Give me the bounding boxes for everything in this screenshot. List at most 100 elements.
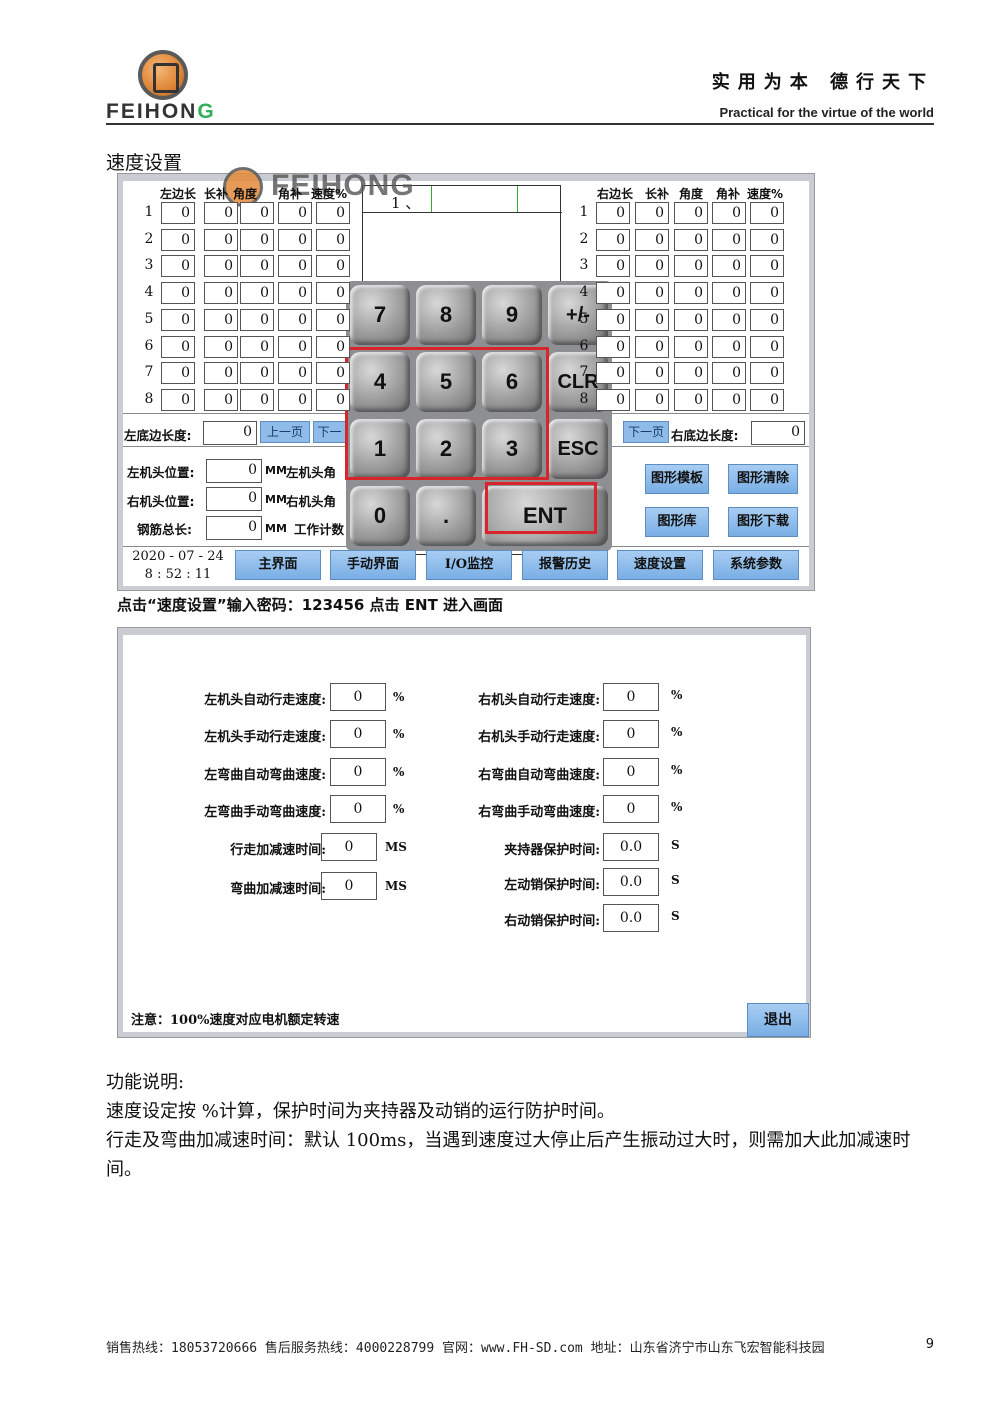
left-table-cell[interactable]: 0 <box>240 255 274 278</box>
right-table-cell[interactable]: 0 <box>674 362 708 385</box>
right-table-cell[interactable]: 0 <box>750 255 784 278</box>
graph-library-button[interactable]: 图形库 <box>645 507 709 537</box>
left-table-cell[interactable]: 0 <box>161 228 195 251</box>
right-table-cell[interactable]: 0 <box>635 308 669 331</box>
keypad-key-10[interactable]: 3 <box>482 419 542 479</box>
left-table-cell[interactable]: 0 <box>240 335 274 358</box>
left-table-cell[interactable]: 0 <box>161 308 195 331</box>
right-table-cell[interactable]: 0 <box>596 362 630 385</box>
left-table-cell[interactable]: 0 <box>278 282 312 305</box>
keypad-key-11[interactable]: ESC <box>548 419 608 479</box>
left-param-input[interactable]: 0 <box>330 795 386 823</box>
left-table-cell[interactable]: 0 <box>161 282 195 305</box>
left-table-cell[interactable]: 0 <box>316 335 350 358</box>
left-table-cell[interactable]: 0 <box>240 202 274 224</box>
left-table-cell[interactable]: 0 <box>278 255 312 278</box>
left-table-cell[interactable]: 0 <box>316 202 350 224</box>
next-page-button-right[interactable]: 下一页 <box>623 421 669 443</box>
left-table-cell[interactable]: 0 <box>204 362 238 385</box>
right-table-cell[interactable]: 0 <box>750 388 784 411</box>
right-table-cell[interactable]: 0 <box>635 362 669 385</box>
graph-template-button[interactable]: 图形模板 <box>645 464 709 494</box>
left-param-input[interactable]: 0 <box>321 872 377 900</box>
nav-button-3[interactable]: 报警历史 <box>522 550 608 580</box>
keypad-key-2[interactable]: 9 <box>482 285 542 345</box>
left-table-cell[interactable]: 0 <box>204 255 238 278</box>
right-table-cell[interactable]: 0 <box>712 335 746 358</box>
left-table-cell[interactable]: 0 <box>161 255 195 278</box>
right-table-cell[interactable]: 0 <box>712 388 746 411</box>
keypad-key-0[interactable]: 7 <box>350 285 410 345</box>
right-table-cell[interactable]: 0 <box>750 362 784 385</box>
keypad-key-6[interactable]: 6 <box>482 352 542 412</box>
right-table-cell[interactable]: 0 <box>750 308 784 331</box>
nav-button-1[interactable]: 手动界面 <box>330 550 416 580</box>
keypad-key-12[interactable]: 0 <box>350 486 410 546</box>
rebar-total-input[interactable]: 0 <box>206 516 262 540</box>
left-table-cell[interactable]: 0 <box>204 228 238 251</box>
right-table-cell[interactable]: 0 <box>712 308 746 331</box>
left-table-cell[interactable]: 0 <box>240 308 274 331</box>
right-table-cell[interactable]: 0 <box>750 202 784 224</box>
keypad-key-5[interactable]: 5 <box>416 352 476 412</box>
left-param-input[interactable]: 0 <box>321 833 377 861</box>
left-head-pos-input[interactable]: 0 <box>206 459 262 483</box>
left-table-cell[interactable]: 0 <box>161 202 195 224</box>
right-table-cell[interactable]: 0 <box>596 388 630 411</box>
right-table-cell[interactable]: 0 <box>635 202 669 224</box>
right-bottom-input[interactable]: 0 <box>751 421 805 445</box>
left-table-cell[interactable]: 0 <box>161 362 195 385</box>
left-table-cell[interactable]: 0 <box>240 228 274 251</box>
left-table-cell[interactable]: 0 <box>278 202 312 224</box>
left-table-cell[interactable]: 0 <box>278 308 312 331</box>
right-param-input[interactable]: 0.0 <box>603 904 659 932</box>
right-table-cell[interactable]: 0 <box>674 335 708 358</box>
left-table-cell[interactable]: 0 <box>240 362 274 385</box>
right-table-cell[interactable]: 0 <box>750 282 784 305</box>
left-param-input[interactable]: 0 <box>330 758 386 786</box>
right-table-cell[interactable]: 0 <box>596 335 630 358</box>
right-table-cell[interactable]: 0 <box>635 255 669 278</box>
right-param-input[interactable]: 0.0 <box>603 868 659 896</box>
left-table-cell[interactable]: 0 <box>204 335 238 358</box>
left-table-cell[interactable]: 0 <box>278 362 312 385</box>
right-param-input[interactable]: 0.0 <box>603 833 659 861</box>
left-table-cell[interactable]: 0 <box>161 335 195 358</box>
right-table-cell[interactable]: 0 <box>674 282 708 305</box>
keypad-key-14[interactable]: ENT <box>482 486 608 546</box>
right-table-cell[interactable]: 0 <box>674 228 708 251</box>
left-table-cell[interactable]: 0 <box>204 202 238 224</box>
left-table-cell[interactable]: 0 <box>204 308 238 331</box>
right-table-cell[interactable]: 0 <box>674 202 708 224</box>
keypad-key-8[interactable]: 1 <box>350 419 410 479</box>
left-bottom-input[interactable]: 0 <box>203 421 257 445</box>
nav-button-0[interactable]: 主界面 <box>235 550 321 580</box>
next-page-button-left[interactable]: 下一 <box>313 421 346 443</box>
right-table-cell[interactable]: 0 <box>596 308 630 331</box>
right-param-input[interactable]: 0 <box>603 795 659 823</box>
left-table-cell[interactable]: 0 <box>161 388 195 411</box>
right-table-cell[interactable]: 0 <box>596 282 630 305</box>
left-table-cell[interactable]: 0 <box>316 362 350 385</box>
keypad-key-1[interactable]: 8 <box>416 285 476 345</box>
right-table-cell[interactable]: 0 <box>712 255 746 278</box>
right-table-cell[interactable]: 0 <box>750 228 784 251</box>
right-table-cell[interactable]: 0 <box>712 282 746 305</box>
keypad-key-9[interactable]: 2 <box>416 419 476 479</box>
nav-button-2[interactable]: I/O监控 <box>426 550 512 580</box>
right-table-cell[interactable]: 0 <box>674 308 708 331</box>
right-table-cell[interactable]: 0 <box>596 255 630 278</box>
right-table-cell[interactable]: 0 <box>750 335 784 358</box>
right-param-input[interactable]: 0 <box>603 720 659 748</box>
nav-button-4[interactable]: 速度设置 <box>617 550 703 580</box>
left-table-cell[interactable]: 0 <box>316 255 350 278</box>
keypad-key-4[interactable]: 4 <box>350 352 410 412</box>
right-head-pos-input[interactable]: 0 <box>206 487 262 511</box>
right-table-cell[interactable]: 0 <box>635 282 669 305</box>
left-table-cell[interactable]: 0 <box>278 388 312 411</box>
right-table-cell[interactable]: 0 <box>674 388 708 411</box>
right-param-input[interactable]: 0 <box>603 683 659 711</box>
left-table-cell[interactable]: 0 <box>204 282 238 305</box>
right-table-cell[interactable]: 0 <box>712 362 746 385</box>
left-table-cell[interactable]: 0 <box>204 388 238 411</box>
